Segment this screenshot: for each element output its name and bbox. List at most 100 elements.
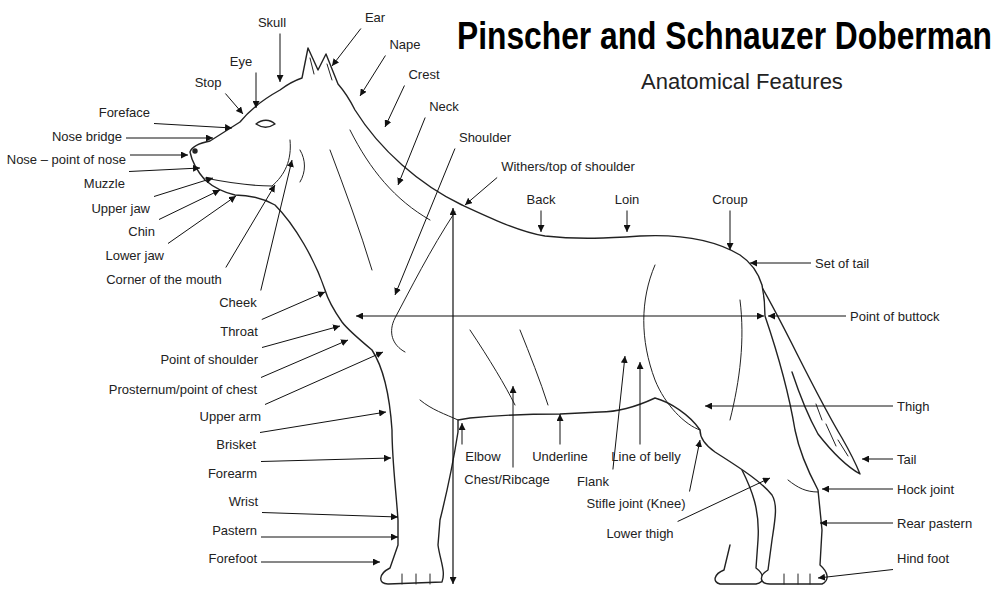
shoulder-blade <box>392 212 455 352</box>
subtitle: Anatomical Features <box>641 69 843 95</box>
part-label: Nape <box>389 37 420 52</box>
part-label: Stifle joint (Knee) <box>587 496 686 511</box>
leader-line <box>360 56 385 97</box>
part-label: Shoulder <box>459 130 511 145</box>
leader-line <box>129 168 200 172</box>
leader-line <box>256 73 257 109</box>
ribs <box>470 330 548 405</box>
leader-line <box>678 478 770 522</box>
part-label: Elbow <box>465 449 500 464</box>
ear-inner <box>310 58 332 80</box>
part-label: Muzzle <box>84 176 125 191</box>
part-label: Lower jaw <box>105 248 164 263</box>
part-label: Back <box>527 192 556 207</box>
part-label: Point of shoulder <box>160 352 258 367</box>
part-label: Corner of the mouth <box>106 272 222 287</box>
part-label: Rear pastern <box>897 516 972 531</box>
part-label: Brisket <box>216 437 256 452</box>
leader-line <box>862 459 893 460</box>
leader-line <box>750 263 811 264</box>
leader-line <box>818 570 893 579</box>
leader-line <box>332 29 361 67</box>
part-label: Neck <box>429 99 459 114</box>
part-label: Nose – point of nose <box>7 152 126 167</box>
leader-line <box>154 178 213 197</box>
leader-line <box>705 406 893 407</box>
leader-line <box>627 211 628 233</box>
leader-line <box>640 362 641 445</box>
leader-line <box>690 440 701 492</box>
eye <box>256 120 275 127</box>
neck-muscle <box>330 130 430 270</box>
leader-line <box>385 86 404 128</box>
leader-line <box>280 34 281 83</box>
part-label: Underline <box>532 449 588 464</box>
leader-line <box>262 326 340 348</box>
leader-line <box>265 352 383 405</box>
part-label: Flank <box>577 474 609 489</box>
dog-outline <box>190 48 827 584</box>
nostril <box>193 149 197 153</box>
part-label: Set of tail <box>815 256 869 271</box>
leader-line <box>398 118 425 186</box>
part-label: Thigh <box>897 399 930 414</box>
leader-line <box>126 138 213 139</box>
part-label: Cheek <box>219 295 257 310</box>
leader-line <box>226 185 275 268</box>
leader-line <box>168 196 236 244</box>
thigh-muscle <box>644 265 742 430</box>
part-label: Loin <box>615 192 640 207</box>
part-label: Wrist <box>229 494 258 509</box>
leader-line <box>822 489 893 490</box>
part-label: Nose bridge <box>52 129 122 144</box>
part-label: Stop <box>195 75 222 90</box>
leader-line <box>768 316 846 317</box>
mouth-line <box>205 178 272 186</box>
leader-line <box>730 211 731 251</box>
part-label: Skull <box>258 15 286 30</box>
part-label: Forefoot <box>209 551 257 566</box>
title: Pinscher and Schnauzer Doberman <box>457 14 992 58</box>
part-label: Point of buttock <box>850 309 940 324</box>
part-label: Upper jaw <box>91 201 150 216</box>
elbow-line <box>420 400 458 420</box>
leader-line <box>261 562 380 563</box>
leader-line <box>261 458 391 462</box>
part-label: Withers/top of shoulder <box>501 159 635 174</box>
part-label: Line of belly <box>611 449 680 464</box>
cheek-line <box>272 140 305 186</box>
part-label: Hind foot <box>897 551 949 566</box>
part-label: Pastern <box>212 523 257 538</box>
part-label: Ear <box>365 10 385 25</box>
part-label: Tail <box>897 452 917 467</box>
leader-line <box>465 178 497 206</box>
part-label: Foreface <box>99 105 150 120</box>
length-arrow <box>356 315 764 316</box>
height-arrow <box>452 208 453 584</box>
part-label: Crest <box>408 67 439 82</box>
hock-line <box>788 480 818 492</box>
part-label: Forearm <box>208 466 257 481</box>
leader-line <box>262 292 325 320</box>
part-label: Prosternum/point of chest <box>109 382 257 397</box>
leader-line <box>261 340 348 378</box>
leader-line <box>462 423 463 445</box>
leader-line <box>130 155 188 156</box>
leader-line <box>225 94 243 115</box>
toes <box>402 574 810 584</box>
leader-line <box>260 412 386 433</box>
leader-line <box>820 523 893 524</box>
leader-line <box>513 386 514 468</box>
leader-line <box>395 149 455 296</box>
leader-line <box>541 211 542 233</box>
leader-line <box>262 513 398 518</box>
part-label: Hock joint <box>897 482 954 497</box>
leader-line <box>261 160 292 291</box>
part-label: Upper arm <box>200 409 261 424</box>
part-label: Lower thigh <box>606 526 673 541</box>
leader-line <box>261 537 398 538</box>
far-hindleg <box>715 470 763 584</box>
